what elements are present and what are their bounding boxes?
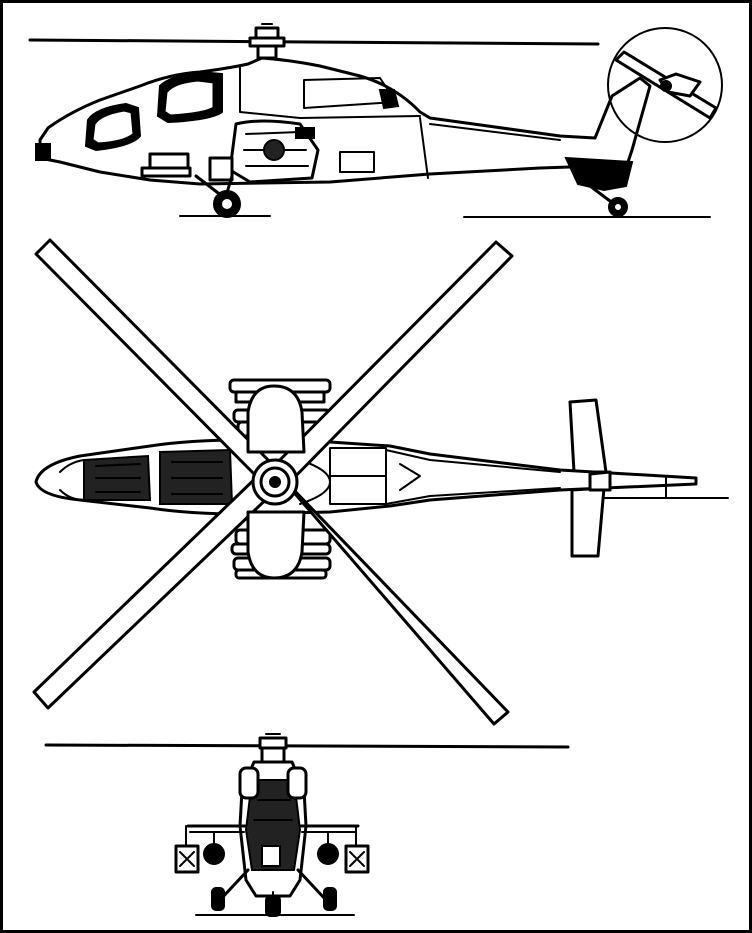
front-landing-gear [211,868,337,917]
top-engine-nacelle-lower [246,510,306,580]
top-horizontal-stabilizer-upper [568,398,608,474]
side-main-gear [194,174,241,218]
front-main-rotor-blade [44,743,570,749]
top-rotor-hub [251,458,299,506]
top-horizontal-stabilizer-lower [570,486,606,558]
front-engine-right [286,766,308,800]
top-engine-nacelle-upper [246,384,306,454]
side-main-rotor-blade [28,38,600,46]
front-engine-left [238,766,260,800]
side-tail-gear [588,184,628,217]
top-tail-rotor-hub [588,470,612,492]
top-rotor-blade-se [276,472,510,726]
top-view [32,238,729,726]
side-tail-fairing [564,156,634,192]
side-side-window [339,151,375,173]
side-view [28,23,723,218]
side-rotor-hub [248,23,286,60]
front-nose-sensor [261,845,281,867]
front-view [44,733,570,917]
side-weapon-stores [140,119,320,184]
front-rotor-hub [258,733,288,764]
front-weapon-pod-left [174,825,225,874]
side-tail-rotor-disc [607,27,723,143]
side-nose-sensor [35,143,51,161]
front-weapon-pod-right [317,825,370,874]
